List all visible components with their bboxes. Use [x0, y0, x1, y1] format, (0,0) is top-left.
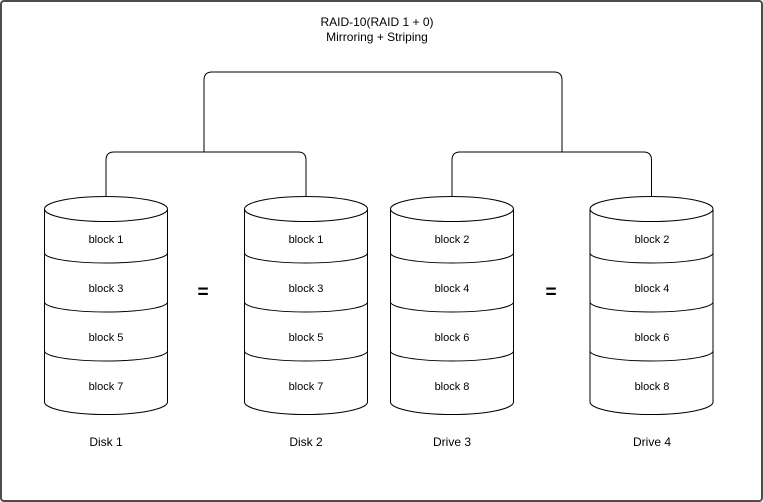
- disk-name-label: Disk 1: [89, 435, 123, 449]
- equals-sign-right: =: [545, 282, 557, 303]
- disk-cylinder-3: [390, 196, 514, 415]
- mirror-bracket-left: [105, 151, 307, 198]
- disk-cylinder-4: [589, 196, 714, 415]
- block-divider: [589, 301, 714, 313]
- equals-sign-left: =: [197, 282, 209, 303]
- mirror-bracket-right: [451, 151, 652, 198]
- block-label: block 8: [434, 381, 470, 393]
- block-divider: [244, 301, 368, 313]
- block-divider: [390, 301, 514, 313]
- disk-top-ellipse: [44, 196, 168, 222]
- block-divider: [244, 252, 368, 264]
- block-divider: [44, 252, 168, 264]
- block-label: block 1: [288, 234, 324, 246]
- block-label: block 5: [88, 332, 124, 344]
- block-label: block 4: [634, 283, 670, 295]
- block-label: block 3: [288, 283, 324, 295]
- block-label: block 7: [288, 381, 324, 393]
- block-divider: [390, 350, 514, 362]
- block-label: block 6: [434, 332, 470, 344]
- disk-cylinder-2: [244, 196, 368, 415]
- title-line-1: RAID-10(RAID 1 + 0): [320, 15, 434, 29]
- block-label: block 8: [634, 381, 670, 393]
- title-line-2: Mirroring + Striping: [326, 30, 428, 44]
- block-label: block 6: [634, 332, 670, 344]
- block-divider: [244, 350, 368, 362]
- top-bracket: [203, 71, 563, 153]
- diagram-title: RAID-10(RAID 1 + 0) Mirroring + Striping: [2, 15, 752, 45]
- disk-top-ellipse: [390, 196, 514, 222]
- block-label: block 1: [88, 234, 124, 246]
- disk-top-ellipse: [244, 196, 368, 222]
- block-divider: [44, 301, 168, 313]
- block-divider: [589, 350, 714, 362]
- disk-cylinder-1: [44, 196, 168, 415]
- block-label: block 2: [634, 234, 670, 246]
- disk-name-label: Drive 3: [432, 435, 471, 449]
- disk-top-ellipse: [589, 196, 714, 222]
- disk-name-label: Disk 2: [289, 435, 323, 449]
- block-divider: [44, 350, 168, 362]
- disk-name-label: Drive 4: [632, 435, 671, 449]
- block-label: block 7: [88, 381, 124, 393]
- block-label: block 3: [88, 283, 124, 295]
- block-divider: [589, 252, 714, 264]
- block-label: block 5: [288, 332, 324, 344]
- block-divider: [390, 252, 514, 264]
- block-label: block 2: [434, 234, 470, 246]
- block-label: block 4: [434, 283, 470, 295]
